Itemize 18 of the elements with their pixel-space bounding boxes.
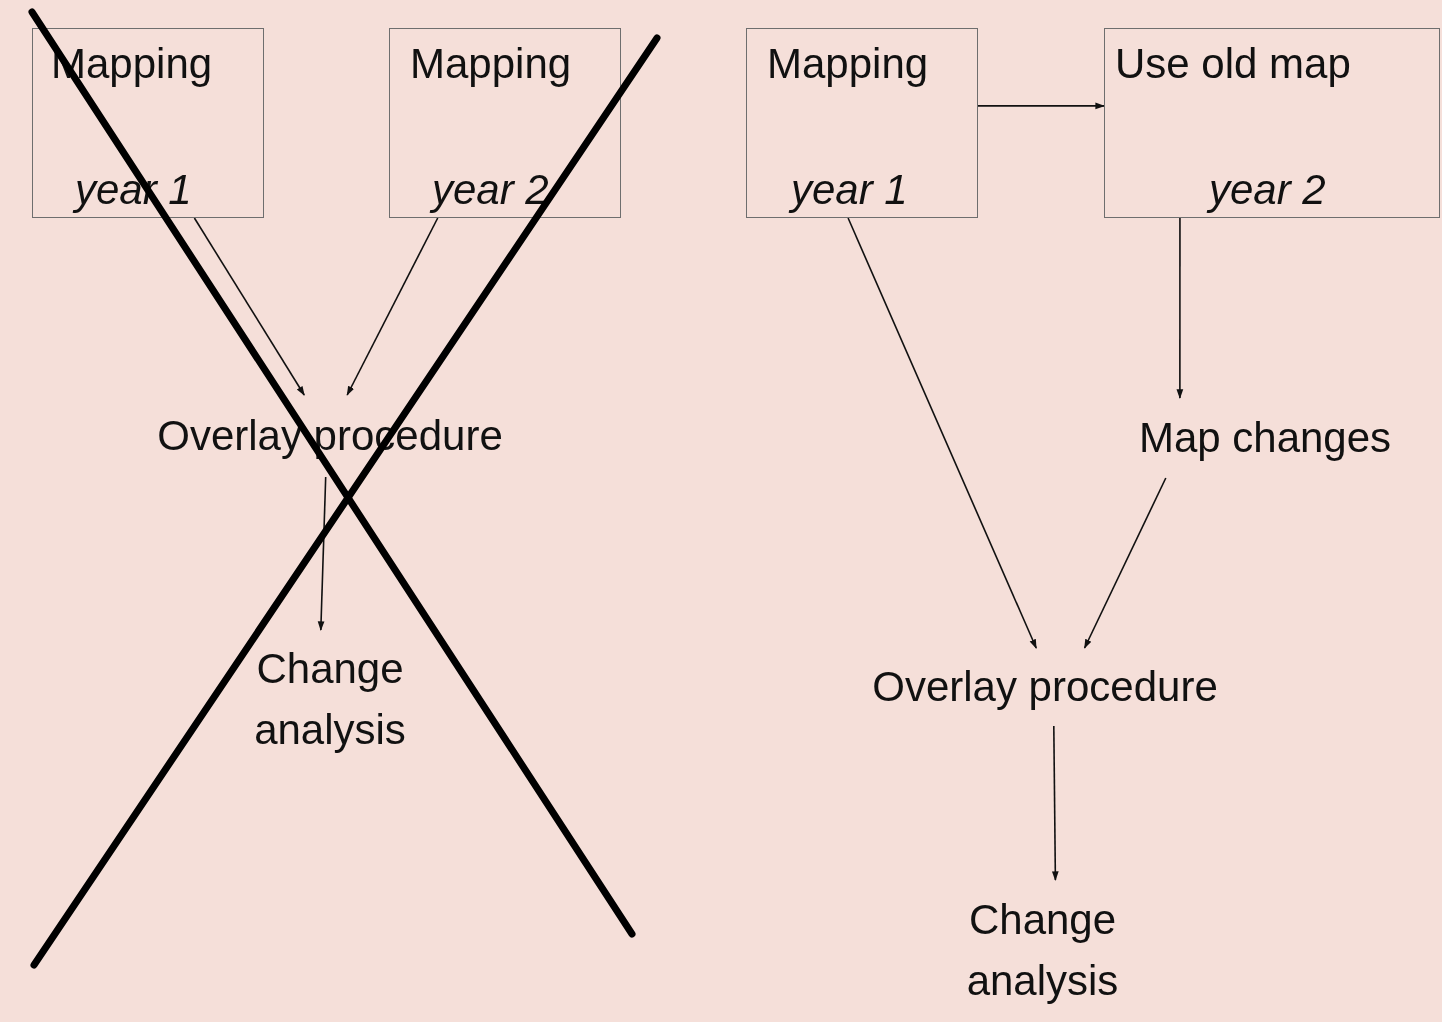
arrow [317,476,327,631]
arrow [1051,725,1059,881]
step-label: Map changes [1138,412,1392,463]
box-heading: Mapping [767,41,929,88]
box-heading: Mapping [410,41,572,88]
arrow [193,217,305,396]
process-box [1104,28,1440,218]
step-label: Change analysis [253,644,407,755]
arrow [1083,477,1167,649]
process-box [389,28,621,218]
arrow [346,217,439,396]
arrow [977,102,1105,110]
step-label: Overlay procedure [872,661,1218,712]
box-heading: Use old map [1115,41,1351,88]
arrow [1176,217,1184,399]
step-label: Change analysis [965,895,1120,1006]
arrow [847,217,1037,649]
process-box [746,28,978,218]
